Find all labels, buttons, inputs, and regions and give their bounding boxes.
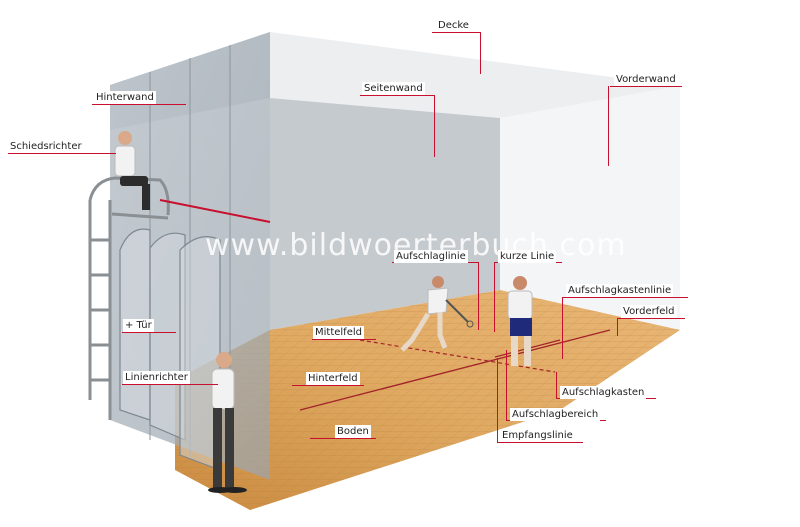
label-boden: Boden [335, 425, 371, 438]
leader-vorderfeld-v [617, 318, 618, 336]
leader-vorderfeld [617, 318, 685, 319]
player-serving [400, 276, 474, 352]
leader-aufschlaglinie-v [478, 262, 479, 330]
leader-aufschlagbereich-v [506, 350, 507, 420]
leader-aufschlagkasten-v [556, 372, 557, 398]
label-vorderfeld: Vorderfeld [621, 305, 677, 318]
label-empfangslinie: Empfangslinie [500, 429, 575, 442]
leader-aufschlagkastenlinie-v [562, 297, 563, 359]
side-wall [270, 98, 500, 330]
leader-boden [310, 438, 376, 439]
leader-vorderwand [610, 86, 682, 87]
label-kurze-linie: kurze Linie [498, 250, 557, 263]
leader-seitenwand-v [434, 95, 435, 157]
leader-decke [432, 32, 480, 33]
label-aufschlagkastenlinie: Aufschlagkastenlinie [566, 284, 674, 297]
label-aufschlaglinie: Aufschlaglinie [394, 250, 468, 263]
leader-tuer [122, 332, 176, 333]
referee-sightline [159, 199, 271, 223]
leader-linienrichter [122, 384, 218, 385]
leader-seitenwand [360, 95, 434, 96]
label-schiedsrichter: Schiedsrichter [8, 140, 84, 153]
player-receiving [507, 276, 533, 366]
leader-vorderwand-v [608, 86, 609, 166]
leader-hinterwand [92, 104, 186, 105]
label-tuer: + Tür [123, 319, 154, 332]
front-wall [500, 86, 680, 330]
label-aufschlagkasten: Aufschlagkasten [560, 386, 647, 399]
ceiling [270, 32, 680, 118]
label-linienrichter: Linienrichter [123, 371, 190, 384]
label-hinterfeld: Hinterfeld [306, 372, 360, 385]
label-hinterwand: Hinterwand [94, 91, 156, 104]
label-vorderwand: Vorderwand [614, 73, 678, 86]
leader-schiedsrichter [8, 153, 116, 154]
label-mittelfeld: Mittelfeld [313, 326, 364, 339]
line-judge-figure [208, 352, 247, 493]
referee-figure [114, 131, 150, 210]
leader-mittelfeld [312, 339, 376, 340]
short-line [299, 329, 611, 411]
leader-kurze-linie-v [494, 262, 495, 332]
leader-aufschlagkastenlinie [562, 297, 688, 298]
label-seitenwand: Seitenwand [362, 82, 425, 95]
label-decke: Decke [436, 19, 471, 32]
leader-empfangslinie [497, 442, 583, 443]
leader-decke-v [480, 32, 481, 74]
leader-hinterfeld [292, 385, 364, 386]
half-court-line [359, 339, 556, 373]
label-aufschlagbereich: Aufschlagbereich [510, 408, 601, 421]
leader-empfangslinie-v [497, 358, 498, 442]
